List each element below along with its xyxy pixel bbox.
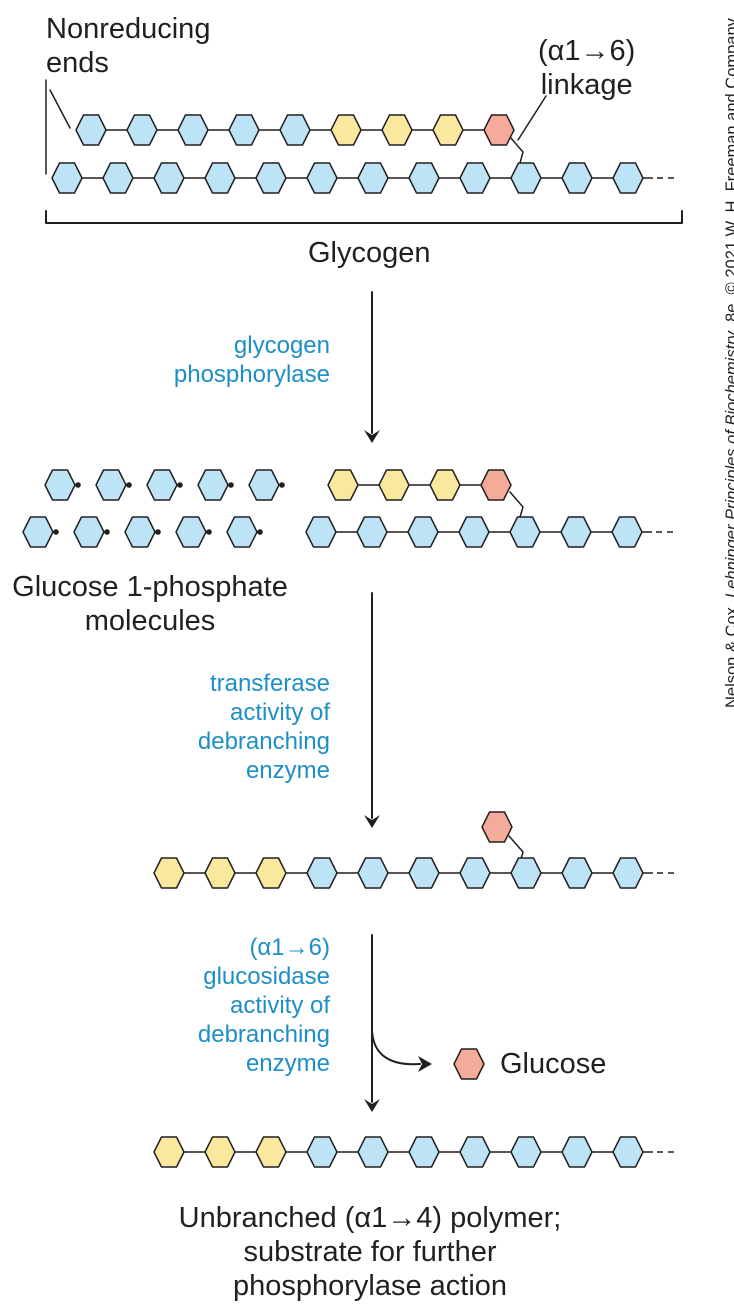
glucose-1-phosphate	[95, 469, 127, 501]
glucose-residue	[483, 114, 515, 146]
glucose-residue	[204, 857, 236, 889]
glucose-residue	[560, 516, 592, 548]
glucose-1-phosphate	[197, 469, 229, 501]
glycogen-phosphorylase-label: glycogen phosphorylase	[173, 332, 330, 388]
glucose-residue	[357, 162, 389, 194]
arrow-glucose-release-head	[418, 1056, 432, 1072]
phosphate-dot	[206, 529, 212, 535]
glucose-residue	[509, 516, 541, 548]
glucose-residue	[153, 162, 185, 194]
glucose-residue	[561, 1136, 593, 1168]
phosphate-dot	[177, 482, 183, 488]
phosphate-dot	[279, 482, 285, 488]
glucose-residue	[228, 114, 260, 146]
glucose-residue	[378, 469, 410, 501]
arrow-step-3-head	[364, 1099, 380, 1112]
glucose-residue	[204, 1136, 236, 1168]
glucose-residue	[327, 469, 359, 501]
nonreducing-ends-pointer	[49, 89, 71, 129]
glucose-residue	[330, 114, 362, 146]
glucose-residue	[408, 1136, 440, 1168]
glycogen-bracket	[45, 210, 683, 224]
glucose-residue	[458, 516, 490, 548]
glucose-residue	[510, 857, 542, 889]
glucose-residue	[480, 469, 512, 501]
glucose-residue	[612, 1136, 644, 1168]
glucose-residue	[204, 162, 236, 194]
alpha1-6-branch-bond	[509, 136, 524, 164]
glucose-residue	[408, 162, 440, 194]
glucose-residue	[432, 114, 464, 146]
phosphate-dot	[75, 482, 81, 488]
arrow-step-1-head	[364, 430, 380, 443]
glucose-residue	[407, 516, 439, 548]
glucose-1-phosphate-label: Glucose 1-phosphate molecules	[12, 571, 288, 637]
glucose-residue	[306, 857, 338, 889]
glucose-1-phosphate	[248, 469, 280, 501]
linkage-pointer	[517, 95, 547, 141]
glucose-residue	[408, 857, 440, 889]
transferase-activity-label: transferase activity of debranching enzy…	[197, 670, 330, 784]
phosphate-dot	[104, 529, 110, 535]
glucose-residue	[177, 114, 209, 146]
glucose-residue	[357, 1136, 389, 1168]
phosphate-dot	[53, 529, 59, 535]
phosphate-dot	[228, 482, 234, 488]
arrow-glucose-release	[371, 1029, 421, 1066]
phosphate-dot	[126, 482, 132, 488]
alpha1-6-branch-bond	[509, 491, 524, 518]
glucose-residue-branch	[481, 811, 513, 843]
glucose-residue	[153, 1136, 185, 1168]
glucose-residue	[429, 469, 461, 501]
glucose-residue	[357, 857, 389, 889]
glucose-residue	[305, 516, 337, 548]
nonreducing-ends-label: Nonreducing ends	[46, 13, 211, 79]
glucosidase-activity-label: (α1→6) glucosidase activity of debranchi…	[197, 934, 330, 1077]
glucose-1-phosphate	[124, 516, 156, 548]
arrow-step-2-head	[364, 815, 380, 828]
glucose-residue	[381, 114, 413, 146]
glucose-residue	[75, 114, 107, 146]
glucose-1-phosphate	[226, 516, 258, 548]
glucose-residue	[612, 162, 644, 194]
glucose-residue	[459, 162, 491, 194]
glucose-residue	[459, 1136, 491, 1168]
glucose-residue	[126, 114, 158, 146]
glucose-1-phosphate	[44, 469, 76, 501]
glucose-residue	[255, 857, 287, 889]
glucose-residue	[510, 162, 542, 194]
glucose-residue	[255, 162, 287, 194]
glucose-residue	[510, 1136, 542, 1168]
glycogen-label: Glycogen	[308, 237, 431, 269]
glucose-residue	[255, 1136, 287, 1168]
glucose-residue	[279, 114, 311, 146]
glucose-residue	[561, 162, 593, 194]
glucose-residue	[356, 516, 388, 548]
glucose-1-phosphate	[22, 516, 54, 548]
unbranched-polymer-label: Unbranched (α1→4) polymer; substrate for…	[178, 1202, 562, 1302]
glucose-residue	[153, 857, 185, 889]
glucose-residue	[561, 857, 593, 889]
glucose-residue	[459, 857, 491, 889]
copyright-credit: Nelson & Cox, Lehninger Principles of Bi…	[723, 18, 734, 708]
phosphate-dot	[155, 529, 161, 535]
phosphate-dot	[257, 529, 263, 535]
glucose-residue	[51, 162, 83, 194]
glucose-1-phosphate	[175, 516, 207, 548]
free-glucose	[453, 1048, 485, 1080]
alpha1-6-linkage-label: (α1→6) linkage	[538, 35, 636, 101]
glucose-residue	[611, 516, 643, 548]
glucose-1-phosphate	[146, 469, 178, 501]
glucose-product-label: Glucose	[500, 1048, 607, 1080]
glucose-residue	[102, 162, 134, 194]
glucose-1-phosphate	[73, 516, 105, 548]
glucose-residue	[306, 162, 338, 194]
glucose-residue	[612, 857, 644, 889]
glucose-residue	[306, 1136, 338, 1168]
